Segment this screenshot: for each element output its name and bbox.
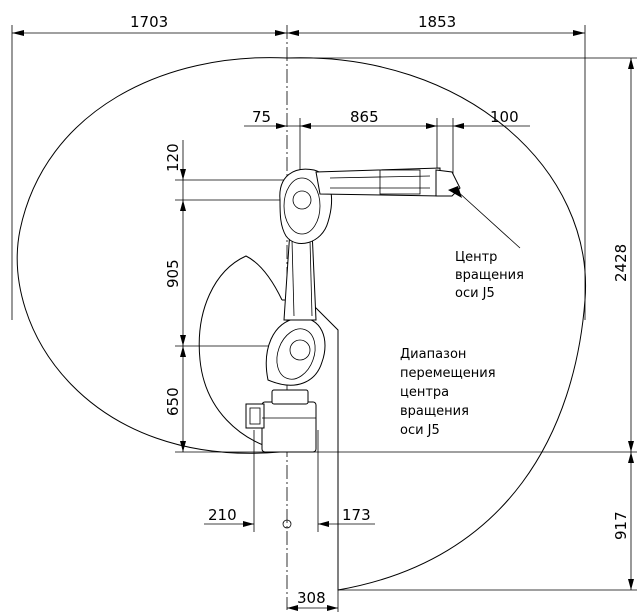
base-center-mark [282,519,292,529]
dim-173: 173 [342,506,371,524]
dim-120: 120 [164,143,182,172]
dim-arrow [275,30,287,36]
dim-arrow [628,441,634,452]
dim-arrow [180,441,186,452]
robot-arm [245,167,462,453]
dim-arrow [287,605,298,611]
dim-arrow [453,123,464,129]
dim-905: 905 [164,259,182,288]
j5-center-label: Центр вращения оси J5 [455,250,528,301]
dim-arrow [180,200,186,211]
dim-arrow [276,123,287,129]
dim-arrow [12,30,24,36]
dim-865: 865 [350,108,379,126]
dim-arrow [327,605,338,611]
dim-arrow [628,58,634,69]
dim-arrow [180,335,186,346]
dim-2428: 2428 [612,244,630,282]
dim-1703: 1703 [130,13,168,31]
dim-arrow [426,123,437,129]
dim-arrow [300,123,311,129]
dim-210: 210 [208,506,237,524]
dim-arrow [318,521,329,527]
dim-917: 917 [612,511,630,540]
dim-arrow [287,30,299,36]
dim-650: 650 [164,387,182,416]
dim-arrow [573,30,585,36]
dim-1853: 1853 [418,13,456,31]
dim-arrow [628,452,634,463]
dim-308: 308 [297,589,326,607]
inner-envelope-lobe [198,255,283,451]
work-envelope-outline [16,57,587,591]
dim-100: 100 [490,108,519,126]
dim-arrow [180,169,186,180]
motion-range-label: Диапазон перемещения центра вращения оси… [400,347,500,438]
dim-arrow [628,579,634,590]
dim-arrow [180,346,186,357]
j5-leader-line [455,189,521,249]
dim-arrow [243,521,254,527]
dim-75: 75 [252,108,271,126]
j5-center-mark [448,186,462,198]
